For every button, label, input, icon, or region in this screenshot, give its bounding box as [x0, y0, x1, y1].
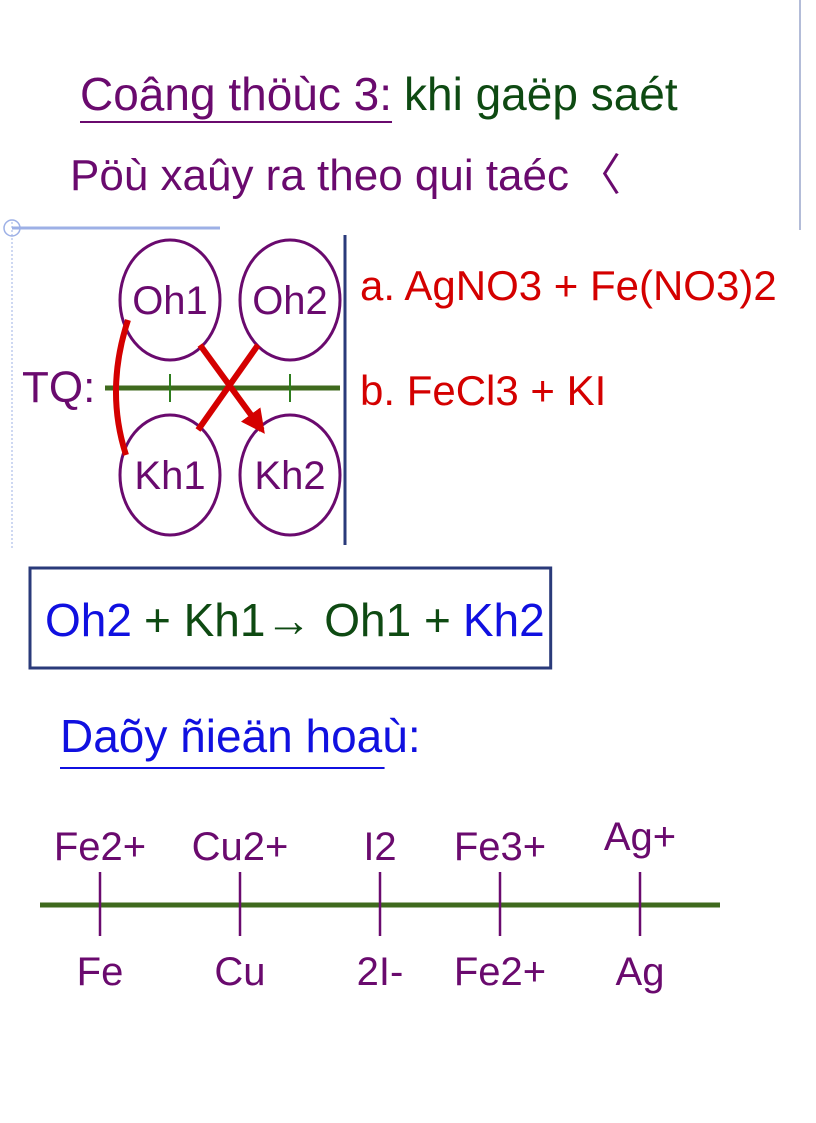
title-part2: khi gaëp saét — [404, 68, 678, 120]
oh2-label: Oh2 — [252, 279, 328, 323]
subtitle-symbol: 〈 — [577, 151, 621, 200]
series-ox-0: Fe2+ — [54, 825, 146, 869]
series-ox-2: I2 — [363, 825, 396, 869]
kh2-label: Kh2 — [254, 454, 325, 498]
rule-equation: Oh2+ Kh1→ Oh1 +Kh2 — [45, 594, 545, 646]
kh1-label: Kh1 — [134, 454, 205, 498]
kh1-circle — [118, 413, 222, 537]
oh1-circle — [118, 238, 222, 362]
subtitle-text: Pöù xaûy ra theo qui taéc — [70, 151, 569, 200]
rule-oh2: Oh2 — [45, 594, 132, 646]
oh2-circle — [238, 238, 342, 362]
series-red-3: Fe2+ — [454, 950, 546, 994]
kh2-circle — [238, 413, 342, 537]
series-heading: Daõy ñieän hoaù: — [60, 710, 421, 762]
frame-corner-circle — [3, 219, 21, 237]
subtitle: Pöù xaûy ra theo qui taéc〈 — [70, 151, 621, 200]
rule-box — [28, 566, 553, 670]
tq-label: TQ: — [22, 363, 95, 412]
reaction-a: a. AgNO3 + Fe(NO3)2 — [360, 262, 777, 309]
line-oh2-to-kh1 — [195, 343, 261, 432]
rule-kh2: Kh2 — [463, 594, 545, 646]
title: Coâng thöùc 3:khi gaëp saét — [80, 68, 678, 120]
series-ox-3: Fe3+ — [454, 825, 546, 869]
series-ox-1: Cu2+ — [192, 825, 289, 869]
title-part1: Coâng thöùc 3: — [80, 68, 392, 120]
series-red-1: Cu — [214, 950, 265, 994]
series-red-2: 2I- — [357, 950, 404, 994]
reaction-b: b. FeCl3 + KI — [360, 367, 606, 414]
series-red-0: Fe — [77, 950, 124, 994]
series-red-4: Ag — [616, 950, 665, 994]
oh1-label: Oh1 — [132, 279, 208, 323]
rule-middle: + Kh1→ Oh1 + — [144, 594, 451, 646]
red-bracket — [113, 319, 131, 456]
series-ox-4: Ag+ — [604, 815, 676, 859]
